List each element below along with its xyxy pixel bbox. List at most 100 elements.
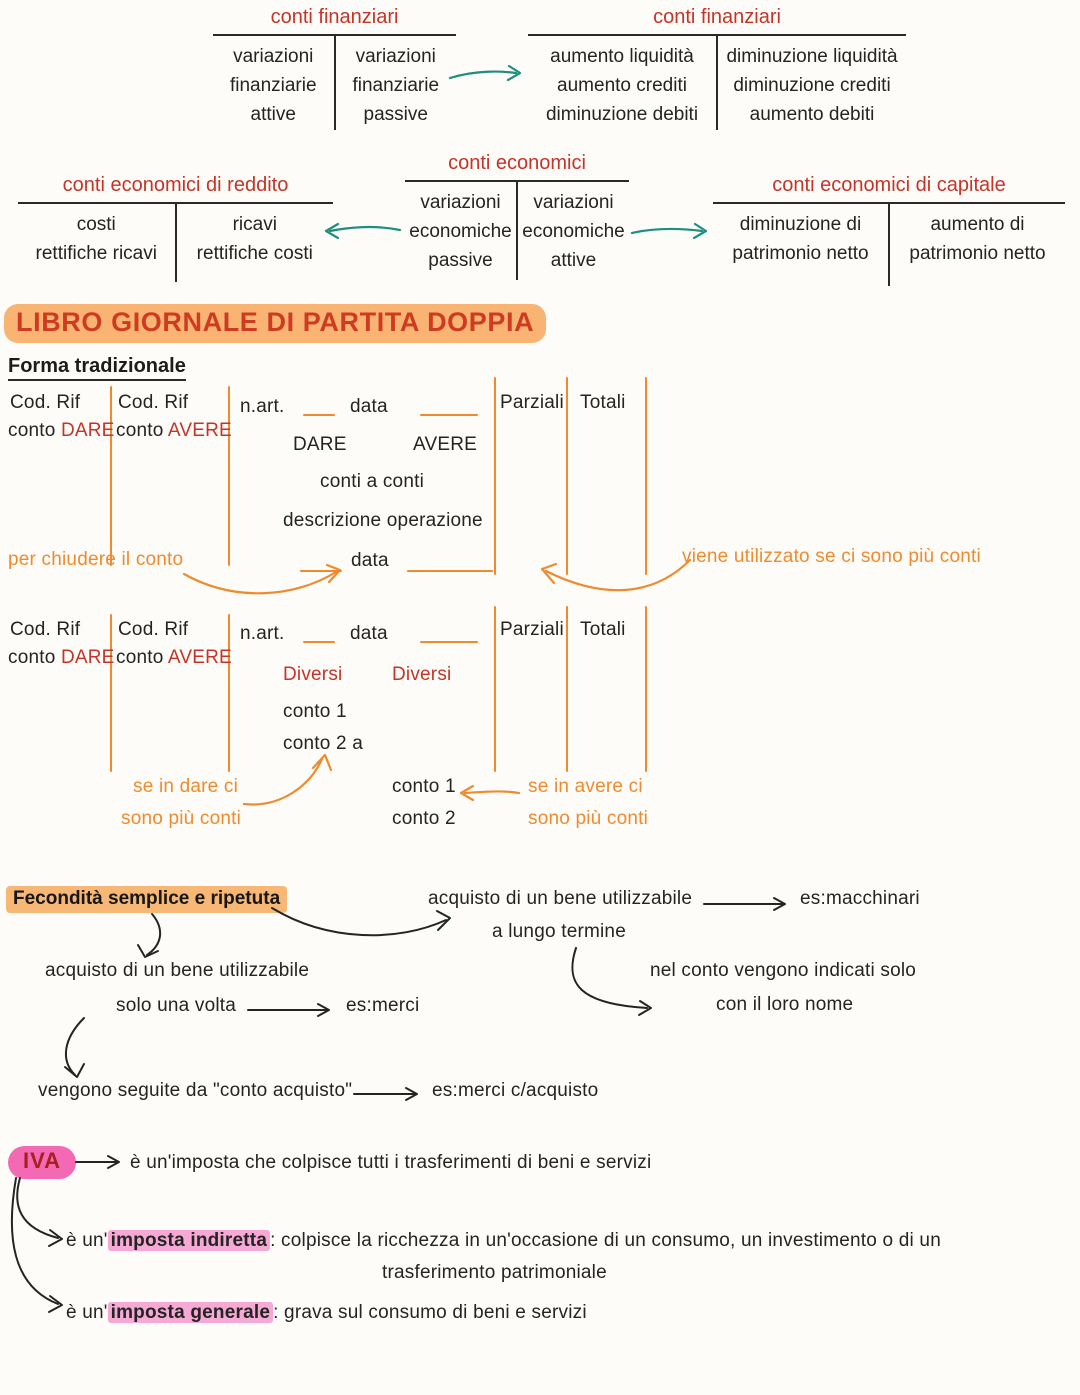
journal-column-line	[110, 614, 113, 772]
blank-line	[300, 570, 342, 573]
text-iva-generale: è un'imposta generale: grava sul consumo…	[66, 1302, 587, 1324]
blank-line	[303, 641, 335, 644]
arrow-fecondita-lungo-termine-icon	[271, 907, 451, 937]
journal-column-line	[228, 614, 231, 772]
t-account-cell-line: patrimonio netto	[909, 243, 1046, 264]
badge-iva: IVA	[8, 1146, 77, 1179]
arrow-se-in-avere-icon	[459, 784, 521, 802]
heading-fecondita: Fecondità semplice e ripetuta	[6, 886, 288, 913]
label-cod-rif: Cod. Rif	[10, 619, 81, 640]
t-account-left-cell: variazioni economiche passive	[405, 182, 516, 280]
text-iva-indiretta-rest: : colpisce la ricchezza in un'occasione …	[270, 1230, 941, 1251]
journal-column-line	[110, 386, 113, 566]
blank-line	[407, 570, 493, 573]
label-dare: DARE	[60, 420, 115, 441]
label-conto: conto	[8, 420, 56, 441]
section-heading-libro-giornale: LIBRO GIORNALE DI PARTITA DOPPIA	[4, 304, 547, 343]
blank-line	[303, 414, 335, 417]
journal-column-line	[494, 606, 497, 772]
text-es-merci: es:merci	[346, 995, 420, 1016]
t-account-cell-line: diminuzione liquidità	[726, 46, 898, 67]
text-conto-acquisto: vengono seguite da "conto acquisto"	[38, 1080, 353, 1101]
arrow-nome-conto-icon	[571, 947, 652, 1016]
label-cod-rif: Cod. Rif	[10, 392, 81, 413]
label-avere: AVERE	[167, 420, 232, 441]
text-es-macchinari: es:macchinari	[800, 888, 920, 909]
arrow-es-macchinari-icon	[703, 897, 786, 911]
label-cod-rif: Cod. Rif	[118, 619, 189, 640]
label-conto-avere: conto AVERE	[116, 647, 232, 669]
note-se-in-avere-line2: sono più conti	[528, 808, 649, 829]
journal-column-line	[645, 377, 648, 575]
label-parziali: Parziali	[500, 392, 564, 413]
journal-column-line	[645, 606, 648, 772]
t-account-cell-line: diminuzione crediti	[733, 75, 891, 96]
arrow-iva-definizione-icon	[75, 1155, 120, 1169]
t-account-body: variazioni finanziarie attive variazioni…	[213, 34, 456, 130]
t-account-title: conti economici di reddito	[62, 174, 289, 196]
t-account-left-cell: diminuzione di patrimonio netto	[713, 204, 888, 286]
text-bene-lungo-termine-line1: acquisto di un bene utilizzabile	[428, 888, 693, 909]
t-account-cell-line: variazioni	[533, 192, 614, 213]
journal-entry-conto-1: conto 1	[283, 701, 347, 722]
text-iva-indiretta: è un'imposta indiretta: colpisce la ricc…	[66, 1230, 941, 1252]
label-parziali: Parziali	[500, 619, 564, 640]
t-account-cell-line: variazioni	[355, 46, 436, 67]
t-account-right-cell: variazioni finanziarie passive	[333, 36, 457, 130]
journal-entry-conti-a-conti: conti a conti	[320, 471, 424, 492]
arrow-es-merci-icon	[247, 1003, 330, 1017]
t-account-cell-line: passive	[428, 250, 493, 271]
label-data: data	[350, 396, 388, 417]
column-header-dare: DARE	[293, 434, 347, 455]
blank-line	[420, 414, 478, 417]
label-data: data	[350, 623, 388, 644]
label-conto: conto	[116, 647, 164, 668]
t-account-cell-line: aumento debiti	[749, 104, 875, 125]
arrow-variazioni-economiche-attive-icon	[630, 222, 708, 240]
t-account-cell-line: finanziarie	[229, 75, 317, 96]
arrow-se-in-dare-icon	[242, 753, 333, 806]
t-account-cell-line: patrimonio netto	[732, 243, 869, 264]
label-cod-rif: Cod. Rif	[118, 392, 189, 413]
t-account-cell-line: aumento liquidità	[550, 46, 694, 67]
t-account-cell-line: economiche	[522, 221, 625, 242]
label-conto-dare: conto DARE	[8, 647, 115, 669]
label-conto-dare: conto DARE	[8, 420, 115, 442]
arrow-per-chiudere-icon	[182, 563, 342, 595]
t-account-cell-line: attive	[550, 250, 597, 271]
t-account-economici-reddito: conti economici di reddito costi rettifi…	[18, 174, 333, 282]
journal-entry-centro-conto-2: conto 2	[392, 808, 456, 829]
label-conto-avere: conto AVERE	[116, 420, 232, 442]
note-piu-conti: viene utilizzato se ci sono più conti	[682, 546, 981, 567]
arrow-es-merci-cacquisto-icon	[353, 1087, 418, 1101]
text-iva-generale-rest: : grava sul consumo di beni e servizi	[273, 1302, 587, 1323]
label-avere: AVERE	[167, 647, 232, 668]
text-bene-solo-volta-line2: solo una volta	[116, 995, 237, 1016]
label-data: data	[351, 550, 389, 571]
t-account-economici-variazioni: conti economici variazioni economiche pa…	[405, 152, 629, 280]
note-per-chiudere: per chiudere il conto	[8, 549, 184, 570]
t-account-right-cell: ricavi rettifiche costi	[174, 204, 334, 282]
arrow-vengono-seguite-icon	[64, 1017, 85, 1078]
t-account-right-cell: aumento di patrimonio netto	[888, 204, 1065, 286]
t-account-cell-line: finanziarie	[352, 75, 440, 96]
t-account-cell-line: aumento di	[930, 214, 1025, 235]
journal-column-line	[228, 386, 231, 566]
journal-entry-centro-conto-1: conto 1	[392, 776, 456, 797]
t-account-title: conti finanziari	[270, 6, 399, 28]
t-account-cell-line: passive	[363, 104, 428, 125]
column-header-avere: AVERE	[413, 434, 478, 455]
text-bene-solo-volta-line1: acquisto di un bene utilizzabile	[45, 960, 310, 981]
t-account-right-cell: diminuzione liquidità diminuzione credit…	[716, 36, 906, 130]
t-account-left-cell: aumento liquidità aumento crediti diminu…	[528, 36, 716, 130]
arrow-piu-conti-icon	[540, 558, 692, 592]
blank-line	[420, 641, 478, 644]
t-account-body: variazioni economiche passive variazioni…	[405, 180, 629, 280]
t-account-cell-line: ricavi	[232, 214, 277, 235]
label-dare: DARE	[60, 647, 115, 668]
t-account-right-cell: variazioni economiche attive	[516, 182, 629, 280]
journal-entry-conto-2a: conto 2 a	[283, 733, 363, 754]
t-account-cell-line: aumento crediti	[557, 75, 687, 96]
t-account-title: conti economici di capitale	[772, 174, 1006, 196]
t-account-cell-line: rettifiche ricavi	[35, 243, 157, 264]
